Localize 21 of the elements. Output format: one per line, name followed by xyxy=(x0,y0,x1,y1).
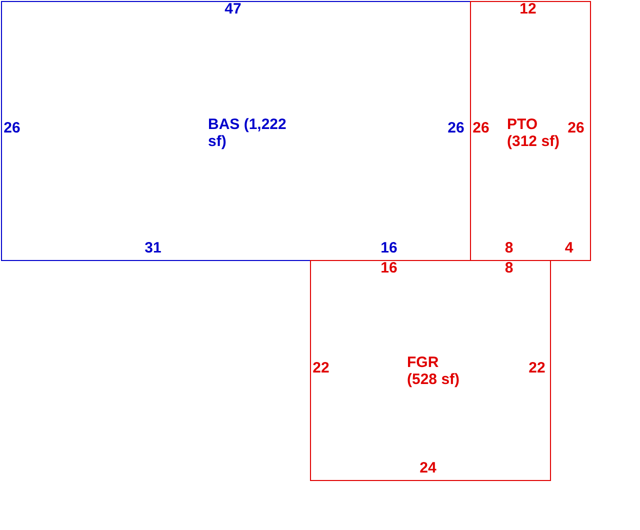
dimension-label: 47 xyxy=(224,0,242,18)
dimension-label: 24 xyxy=(420,460,436,476)
dimension-label: 8 xyxy=(504,260,514,276)
dimension-label: 26 xyxy=(568,120,584,136)
dimension-label: 4 xyxy=(564,240,574,256)
dimension-label: 16 xyxy=(380,240,398,256)
room-label: FGR (528 sf) xyxy=(407,354,461,388)
dimension-label: 31 xyxy=(144,240,162,256)
room-label: PTO (312 sf) xyxy=(507,116,561,150)
room-label: BAS (1,222 sf) xyxy=(208,116,288,150)
dimension-label: 26 xyxy=(4,120,20,136)
dimension-label: 12 xyxy=(520,0,536,18)
dimension-label: 22 xyxy=(528,360,546,376)
dimension-label: 26 xyxy=(448,120,464,136)
dimension-label: 22 xyxy=(312,360,330,376)
dimension-label: 16 xyxy=(380,260,398,276)
room-outline xyxy=(1,1,471,261)
room-outline xyxy=(470,1,591,261)
dimension-label: 8 xyxy=(504,240,514,256)
dimension-label: 26 xyxy=(472,120,490,136)
room-outline xyxy=(310,260,551,481)
